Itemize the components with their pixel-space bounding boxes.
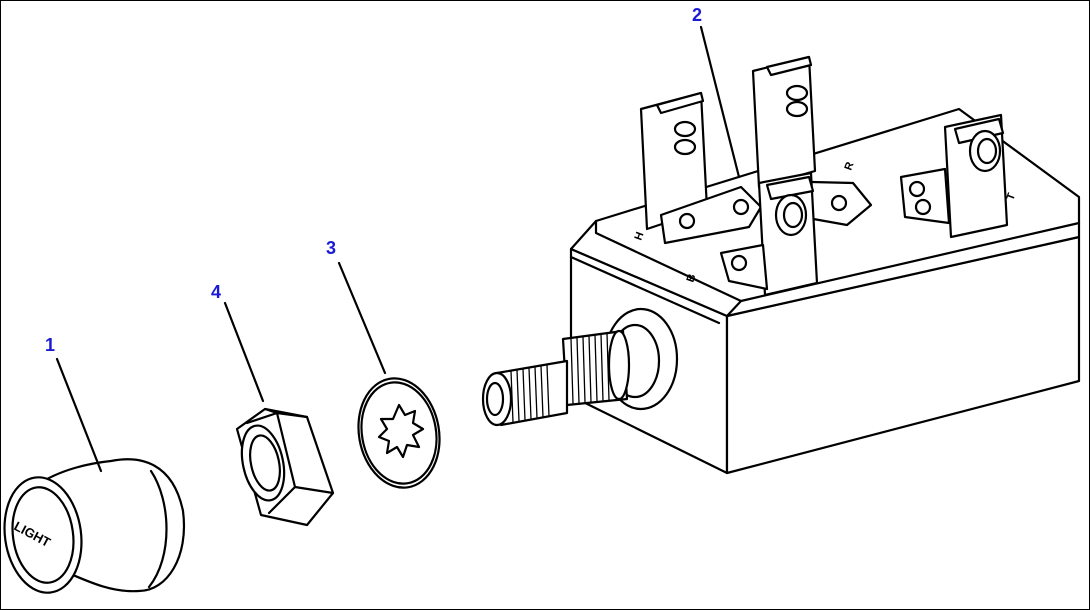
- callout-1: 1: [45, 335, 55, 355]
- leader-4: [223, 301, 265, 403]
- leader-lines: [55, 25, 741, 473]
- terminal-mark-r: R: [843, 160, 857, 172]
- callout-4: 4: [211, 282, 221, 302]
- callout-3: 3: [326, 238, 336, 258]
- leader-3: [337, 261, 387, 375]
- switch-body: H R B T: [481, 55, 1081, 475]
- callout-2: 2: [692, 5, 702, 25]
- terminal-b: [719, 171, 819, 297]
- leader-1: [55, 357, 103, 473]
- lock-washer: [357, 377, 441, 489]
- bushing-threads: [570, 332, 610, 404]
- terminal-mark-t: T: [1005, 191, 1019, 202]
- hex-nut: [235, 407, 335, 527]
- terminal-h: [639, 91, 763, 245]
- terminal-r: [751, 55, 873, 227]
- shaft-threads: [510, 364, 550, 423]
- knob: LIGHT: [3, 458, 186, 594]
- terminal-mark-h: H: [633, 230, 647, 242]
- leader-2: [699, 25, 741, 179]
- terminal-mark-b: B: [685, 272, 699, 284]
- terminal-t: [899, 113, 1009, 239]
